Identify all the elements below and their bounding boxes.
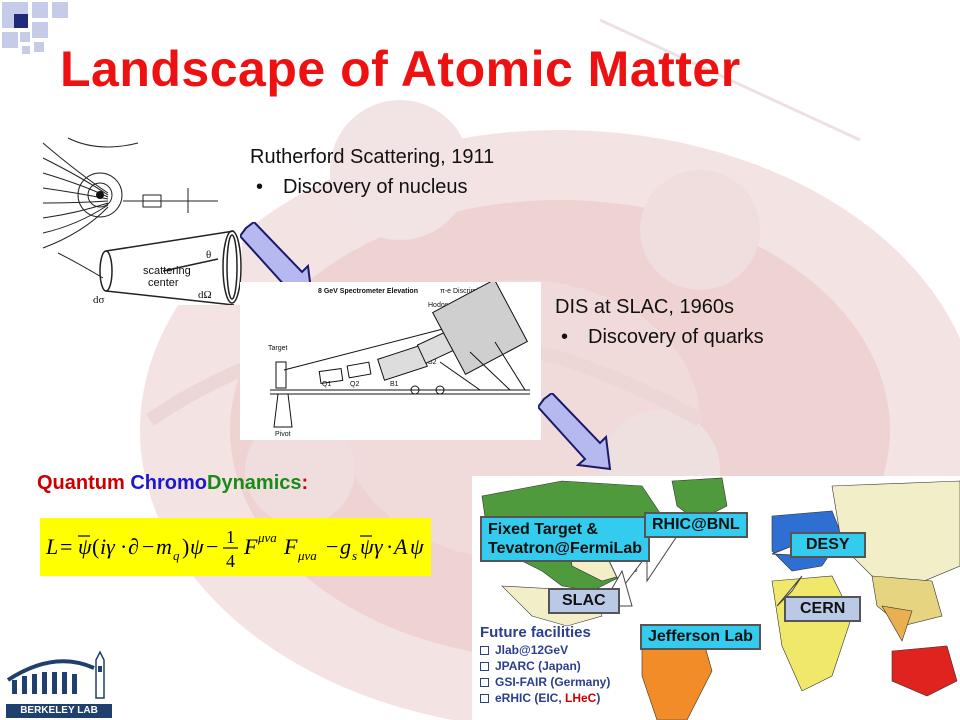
future-item: GSI-FAIR (Germany) xyxy=(480,675,640,689)
map-label-desy: DESY xyxy=(790,532,866,558)
figure-label-theta: θ xyxy=(206,249,211,261)
figure-label-discriminator: π-e Discriminator xyxy=(440,288,495,295)
svg-text:s: s xyxy=(352,548,357,563)
qcd-label-chromo: Chromo xyxy=(130,472,208,494)
svg-text:∂: ∂ xyxy=(128,534,139,559)
figure-label-b1: B1 xyxy=(390,381,399,388)
checkbox-icon xyxy=(480,646,489,656)
svg-text:−: − xyxy=(326,534,338,559)
svg-text:4: 4 xyxy=(226,551,235,571)
map-label-slac: SLAC xyxy=(548,588,620,614)
future-item-text: GSI-FAIR (Germany) xyxy=(495,675,611,689)
dis-bullet: • Discovery of quarks xyxy=(561,326,764,349)
rutherford-scattering-figure: scattering center dσ dΩ θ xyxy=(38,133,242,305)
figure-label-scattering: scattering xyxy=(143,265,191,277)
equation-graphic: L = ψ ( iγ · ∂ − m q ) ψ − 1 4 F μνa F μ… xyxy=(45,527,424,571)
svg-text:·: · xyxy=(386,534,393,559)
map-label-fixed-target-line1: Fixed Target & xyxy=(488,521,598,538)
future-item-text-suffix: ) xyxy=(596,691,601,705)
checkbox-icon xyxy=(480,662,489,672)
berkeley-lab-logo-text: BERKELEY LAB xyxy=(6,704,112,718)
slide-title: Landscape of Atomic Matter xyxy=(60,41,741,97)
svg-text:ψ: ψ xyxy=(190,534,204,559)
future-item: Jlab@12GeV xyxy=(480,643,640,657)
svg-text:ψ: ψ xyxy=(410,534,424,559)
svg-text:μνa: μνa xyxy=(257,530,277,545)
svg-text:=: = xyxy=(60,534,72,559)
qcd-label-quantum: Quantum xyxy=(37,472,131,494)
svg-text:g: g xyxy=(340,534,351,559)
figure-label-b2: B2 xyxy=(428,359,437,366)
berkeley-lab-logo: BERKELEY LAB xyxy=(4,650,114,720)
svg-text:(: ( xyxy=(92,534,99,559)
qcd-label-colon: : xyxy=(301,472,309,494)
svg-text:F: F xyxy=(283,534,298,559)
svg-text:ψ: ψ xyxy=(360,534,374,559)
world-facilities-map: Fixed Target & Tevatron@FermiLab RHIC@BN… xyxy=(472,476,960,720)
svg-text:A: A xyxy=(392,534,408,559)
qcd-lagrangian-equation: L = ψ ( iγ · ∂ − m q ) ψ − 1 4 F μνa F μ… xyxy=(40,518,431,576)
bullet-dot: • xyxy=(561,326,569,348)
svg-text:q: q xyxy=(173,548,180,563)
figure-label-target: Target xyxy=(268,345,288,352)
svg-text:−: − xyxy=(206,534,218,559)
future-item: eRHIC (EIC, LHeC) xyxy=(480,691,640,705)
future-item-text: Jlab@12GeV xyxy=(495,643,569,657)
map-label-rhic: RHIC@BNL xyxy=(644,512,748,538)
map-label-fixed-target-line2: Tevatron@FermiLab xyxy=(488,540,642,557)
svg-text:ψ: ψ xyxy=(78,534,92,559)
future-facilities-list: Future facilities Jlab@12GeV JPARC (Japa… xyxy=(480,624,640,705)
svg-text:iγ: iγ xyxy=(100,534,116,559)
checkbox-icon xyxy=(480,678,489,688)
future-item-text-prefix: eRHIC (EIC, xyxy=(495,691,566,705)
svg-text:): ) xyxy=(182,534,189,559)
figure-label-q1: Q1 xyxy=(322,381,331,388)
map-label-fixed-target: Fixed Target & Tevatron@FermiLab xyxy=(480,516,650,562)
arrow-down-right-icon xyxy=(538,393,612,471)
figure-title: 8 GeV Spectrometer Elevation xyxy=(318,288,418,295)
dis-bullet-text: Discovery of quarks xyxy=(588,326,764,348)
figure-label-q2: Q2 xyxy=(350,381,359,388)
dis-spectrometer-figure: 8 GeV Spectrometer Elevation π-e Discrim… xyxy=(240,282,541,440)
future-item-text-highlight: LHeC xyxy=(565,691,597,705)
future-item-text: JPARC (Japan) xyxy=(495,659,581,673)
qcd-label-dynamics: Dynamics xyxy=(207,472,302,494)
future-item: JPARC (Japan) xyxy=(480,659,640,673)
figure-label-pivot: Pivot xyxy=(275,431,291,438)
figure-label-domega: dΩ xyxy=(198,289,212,301)
svg-text:·: · xyxy=(120,534,127,559)
map-label-cern: CERN xyxy=(784,596,862,622)
svg-text:F: F xyxy=(243,534,258,559)
svg-text:−: − xyxy=(142,534,154,559)
dis-heading: DIS at SLAC, 1960s xyxy=(555,296,734,318)
svg-text:γ: γ xyxy=(374,534,384,559)
figure-label-center: center xyxy=(148,277,179,289)
svg-text:L: L xyxy=(45,534,58,559)
rutherford-bullet: • Discovery of nucleus xyxy=(256,176,468,199)
bullet-dot: • xyxy=(256,176,264,198)
rutherford-heading: Rutherford Scattering, 1911 xyxy=(250,146,495,168)
svg-text:μνa: μνa xyxy=(297,548,317,563)
checkbox-icon xyxy=(480,694,489,704)
berkeley-lab-logo-graphic xyxy=(6,650,105,699)
figure-label-dsigma: dσ xyxy=(93,294,105,305)
svg-text:m: m xyxy=(156,534,172,559)
map-label-jlab: Jefferson Lab xyxy=(640,624,761,650)
svg-text:1: 1 xyxy=(226,527,235,547)
rutherford-bullet-text: Discovery of nucleus xyxy=(283,176,468,198)
future-facilities-title: Future facilities xyxy=(480,624,591,641)
qcd-label: Quantum ChromoDynamics: xyxy=(37,472,308,495)
